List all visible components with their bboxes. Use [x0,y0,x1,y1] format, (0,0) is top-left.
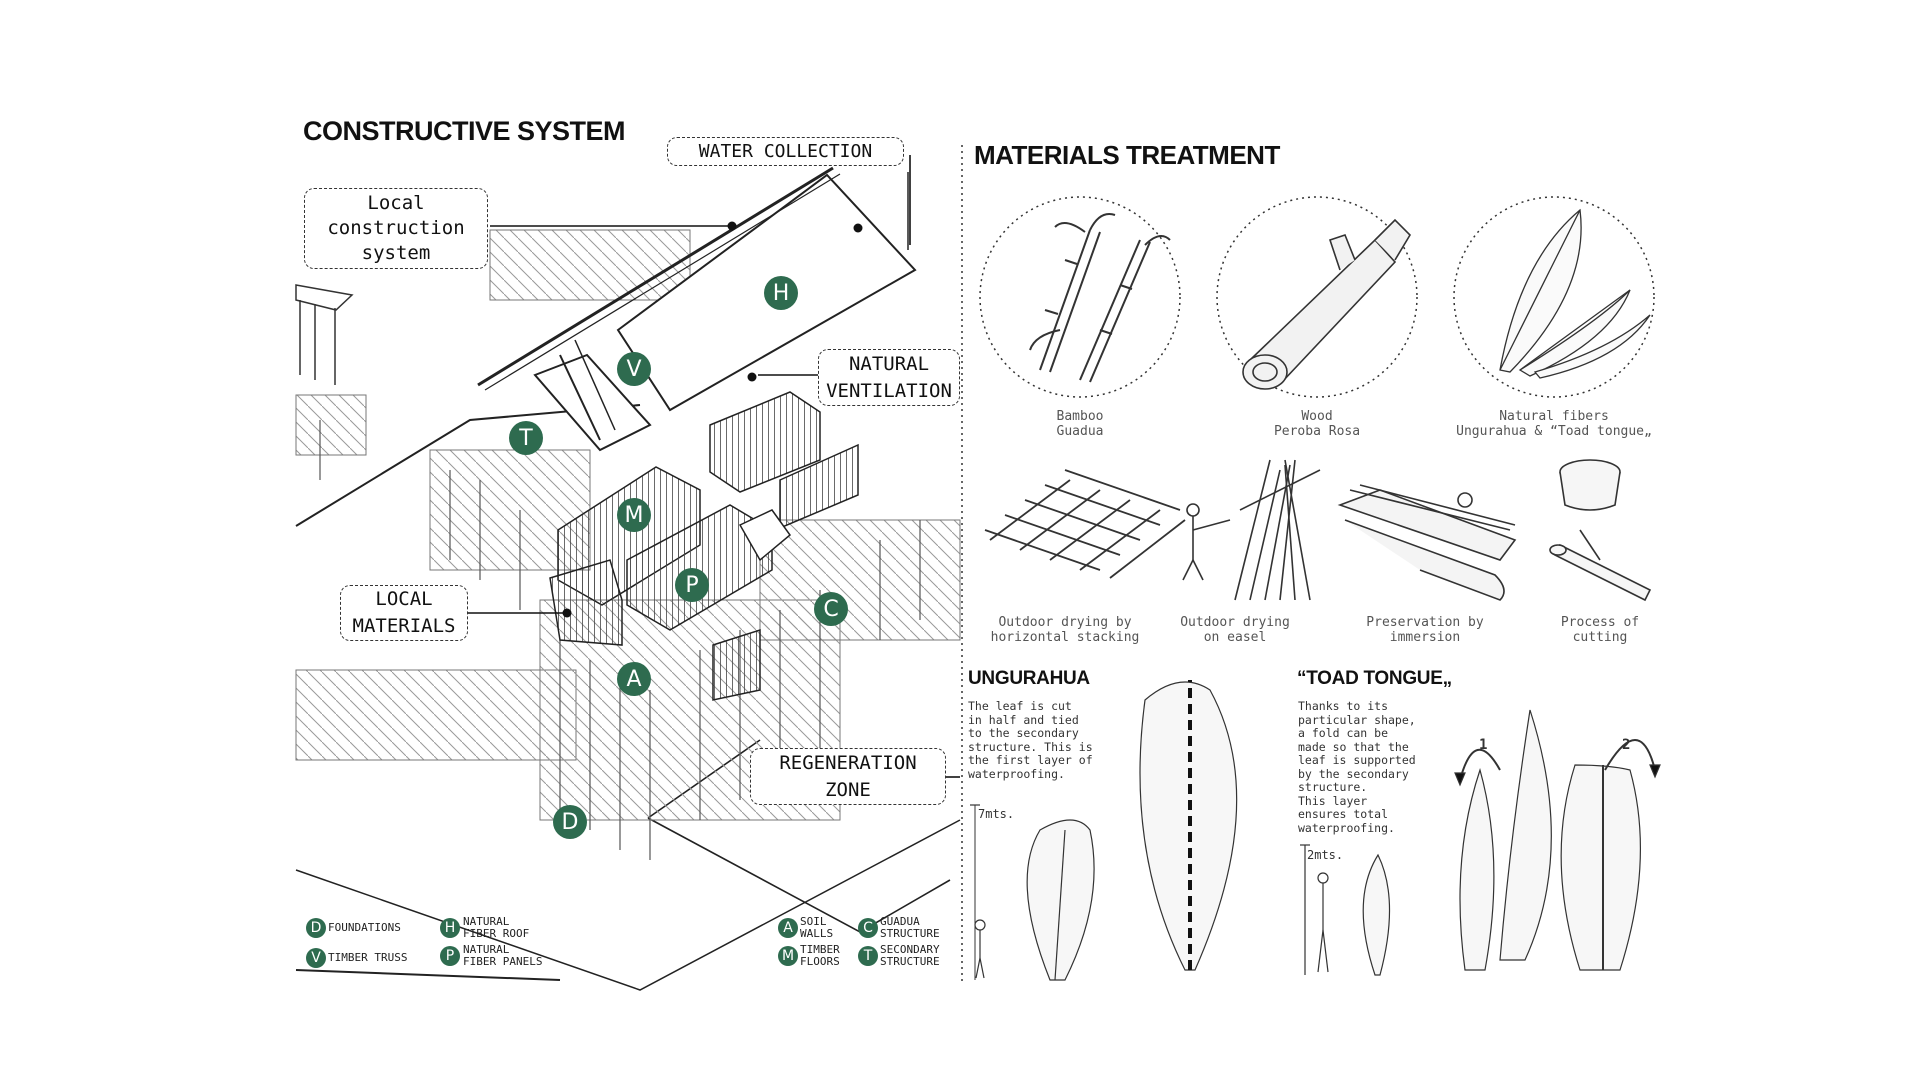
legend-label-a: SOIL WALLS [800,915,834,940]
legend-badge-v: V [306,948,326,968]
posts [319,420,921,860]
bamboo-illustration [1029,213,1171,383]
local-materials-label: LOCAL MATERIALS [352,588,456,637]
roof-plane-small [533,353,652,452]
axonometric-drawing [295,155,961,991]
fiber-illustration [1499,208,1651,379]
process-easel-line1: Outdoor drying [1180,615,1290,630]
badge-t-secondary: T [509,421,543,455]
badge-p-panels: P [675,568,709,602]
material-name-wood: Wood [1301,409,1333,424]
process-immersion-line2: immersion [1389,630,1461,645]
legend-badge-h: H [440,918,460,938]
legend-label-v: TIMBER TRUSS [328,951,408,964]
material-detail-wood: Peroba Rosa [1273,424,1361,439]
material-circles [979,196,1655,398]
ground-plane [295,819,961,991]
legend-badge-t: T [858,946,878,966]
ungurahua-description: The leaf is cut in half and tied to the … [968,699,1093,781]
badge-d-foundations: D [553,805,587,839]
materials-treatment-title: MATERIALS TREATMENT [974,140,1280,170]
easel-illustration [1182,459,1321,601]
process-stacking-line2: horizontal stacking [990,630,1140,645]
process-stacking-line1: Outdoor drying by [998,615,1132,630]
fold-step-2: 2 [1622,737,1631,753]
local-construction-callout: Local construction system [304,188,488,269]
process-caption-immersion: Preservation by immersion [1350,615,1500,645]
ungurahua-leaves [970,680,1238,981]
legend-badge-m: M [778,946,798,966]
legend-badge-a: A [778,918,798,938]
legend-badge-d: D [306,918,326,938]
fold-step-1: 1 [1479,737,1488,753]
process-easel-line2: on easel [1203,630,1267,645]
legend-badge-p: P [440,946,460,966]
process-caption-cutting: Process of cutting [1545,615,1655,645]
badge-c-guadua: C [814,592,848,626]
wood-illustration [1242,218,1412,390]
regeneration-zone-label: REGENERATION ZONE [779,751,917,801]
leader-lines [468,155,960,778]
legend-label-d: FOUNDATIONS [328,921,401,934]
process-cutting-line2: cutting [1572,630,1628,645]
badge-a-walls: A [617,662,651,696]
water-collection-label: WATER COLLECTION [698,141,873,162]
guadua-structure [295,229,961,821]
constructive-system-title: CONSTRUCTIVE SYSTEM [303,116,626,146]
toad-tongue-height-label: 2mts. [1307,848,1344,862]
legend-badge-c: C [858,918,878,938]
badge-v-truss: V [617,352,651,386]
local-materials-callout: LOCAL MATERIALS [340,585,468,641]
roof-ridge [477,166,834,387]
watch-tower [295,284,354,385]
immersion-illustration [1337,484,1517,601]
cutting-illustration [1549,459,1652,602]
natural-ventilation-label: NATURAL VENTILATION [826,352,952,402]
local-construction-label: Local construction system [327,192,465,264]
legend-label-m: TIMBER FLOORS [800,943,840,968]
process-cutting-line1: Process of [1560,615,1640,630]
material-detail-fibers: Ungurahua & “Toad tongue„ [1456,424,1652,439]
legend-label-c: GUADUA STRUCTURE [880,915,940,940]
natural-ventilation-callout: NATURAL VENTILATION [818,349,960,406]
legend-label-t: SECONDARY STRUCTURE [880,943,940,968]
roof [477,166,917,452]
toad-tongue-leaves [1300,709,1661,976]
badge-m-floors: M [617,498,651,532]
material-name-bamboo: Bamboo [1056,409,1104,424]
process-caption-stacking: Outdoor drying by horizontal stacking [975,615,1155,645]
material-caption-bamboo: Bamboo Guadua [1000,409,1160,439]
toad-tongue-description: Thanks to its particular shape, a fold c… [1298,699,1416,835]
material-name-fibers: Natural fibers [1499,409,1609,424]
stacking-illustration [984,469,1186,579]
material-detail-bamboo: Guadua [1056,424,1104,439]
toad-tongue-title: “TOAD TONGUE„ [1297,668,1452,689]
ungurahua-height-label: 7mts. [978,807,1015,821]
material-caption-fibers: Natural fibers Ungurahua & “Toad tongue„ [1439,409,1669,439]
timber-modules [549,391,859,701]
legend-label-h: NATURAL FIBER ROOF [463,915,530,940]
water-collection-callout: WATER COLLECTION [667,137,904,166]
process-immersion-line1: Preservation by [1366,615,1484,630]
material-caption-wood: Wood Peroba Rosa [1237,409,1397,439]
ungurahua-title: UNGURAHUA [968,668,1090,689]
badge-h-roof: H [764,276,798,310]
process-caption-easel: Outdoor drying on easel [1170,615,1300,645]
legend-label-p: NATURAL FIBER PANELS [463,943,543,968]
regeneration-zone-callout: REGENERATION ZONE [750,748,946,805]
